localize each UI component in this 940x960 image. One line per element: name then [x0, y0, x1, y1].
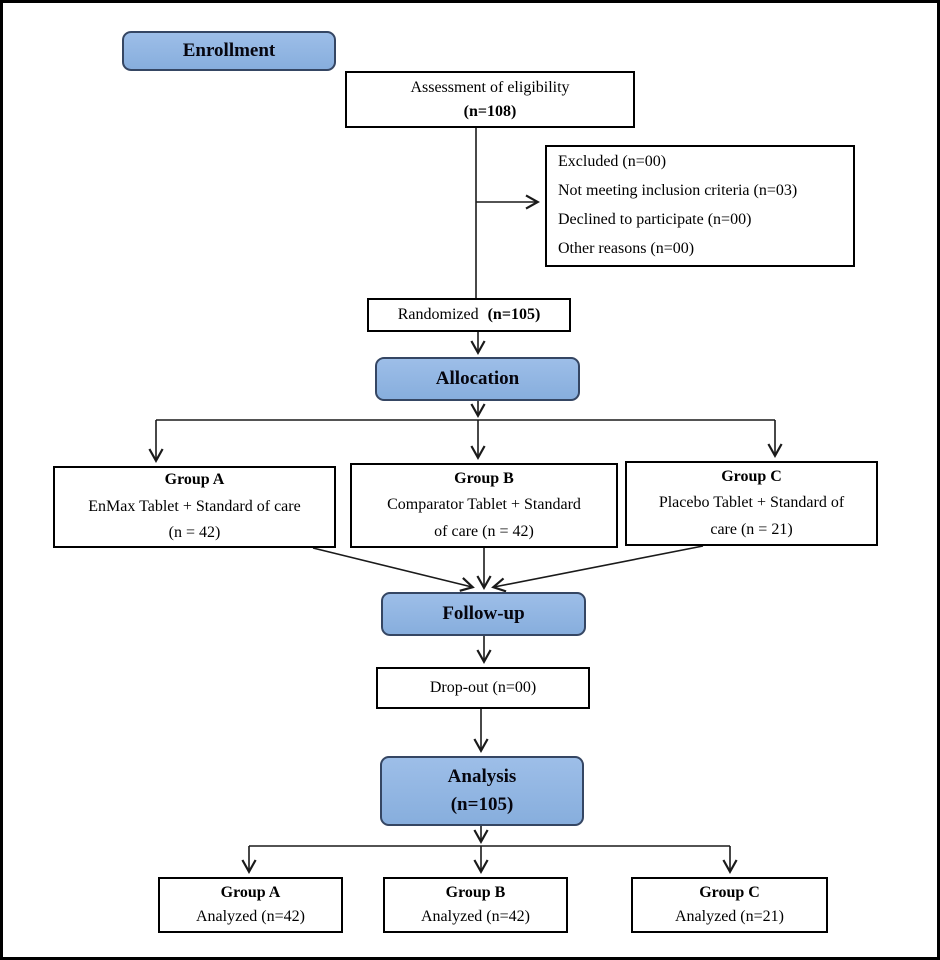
analyzed-a-count: Analyzed (n=42) — [196, 908, 305, 925]
excluded-line-3: Declined to participate (n=00) — [558, 211, 752, 228]
group-a-line2: (n = 42) — [168, 524, 221, 542]
group-b-line1: Comparator Tablet + Standard — [387, 496, 581, 514]
node-analyzed-c: Group C Analyzed (n=21) — [631, 877, 828, 933]
group-a-line1: EnMax Tablet + Standard of care — [88, 497, 301, 515]
group-b-line2: of care (n = 42) — [434, 522, 534, 540]
analyzed-a-title: Group A — [220, 884, 281, 901]
analyzed-b-title: Group B — [445, 884, 506, 901]
group-a-title: Group A — [164, 471, 225, 489]
node-assessment: Assessment of eligibility (n=108) — [345, 71, 635, 128]
group-c-line2: care (n = 21) — [710, 520, 793, 538]
group-c-title: Group C — [721, 467, 782, 485]
analyzed-c-count: Analyzed (n=21) — [675, 908, 784, 925]
enrollment-label: Enrollment — [182, 40, 276, 61]
node-allocation: Allocation — [375, 357, 580, 401]
analysis-label: Analysis — [447, 765, 517, 787]
node-group-b: Group B Comparator Tablet + Standard of … — [350, 463, 618, 548]
connector-group-a-to-followup — [312, 547, 475, 592]
node-dropout: Drop-out (n=00) — [376, 667, 590, 709]
assessment-count: (n=108) — [463, 102, 517, 120]
node-analyzed-a: Group A Analyzed (n=42) — [158, 877, 343, 933]
node-group-a: Group A EnMax Tablet + Standard of care … — [53, 466, 336, 548]
excluded-line-4: Other reasons (n=00) — [558, 239, 695, 257]
node-followup: Follow-up — [381, 592, 586, 636]
excluded-line-1: Excluded (n=00) — [558, 153, 667, 171]
connector-group-c-to-followup — [491, 545, 704, 593]
dropout-label: Drop-out (n=00) — [429, 679, 537, 696]
node-analysis: Analysis (n=105) — [380, 756, 584, 826]
node-randomized: Randomized (n=105) — [367, 298, 571, 332]
randomized-label: Randomized — [397, 306, 479, 323]
allocation-label: Allocation — [435, 368, 520, 389]
node-enrollment: Enrollment — [122, 31, 336, 71]
group-c-line1: Placebo Tablet + Standard of — [658, 494, 845, 512]
node-analyzed-b: Group B Analyzed (n=42) — [383, 877, 568, 933]
excluded-line-2: Not meeting inclusion criteria (n=03) — [558, 182, 798, 200]
assessment-line1: Assessment of eligibility — [410, 78, 570, 96]
node-group-c: Group C Placebo Tablet + Standard of car… — [625, 461, 878, 546]
analyzed-c-title: Group C — [699, 884, 760, 901]
analyzed-b-count: Analyzed (n=42) — [421, 908, 530, 925]
node-excluded: Excluded (n=00) Not meeting inclusion cr… — [545, 145, 855, 267]
followup-label: Follow-up — [442, 603, 525, 624]
randomized-count: (n=105) — [487, 306, 541, 323]
group-b-title: Group B — [454, 469, 514, 487]
analysis-count: (n=105) — [450, 794, 514, 815]
